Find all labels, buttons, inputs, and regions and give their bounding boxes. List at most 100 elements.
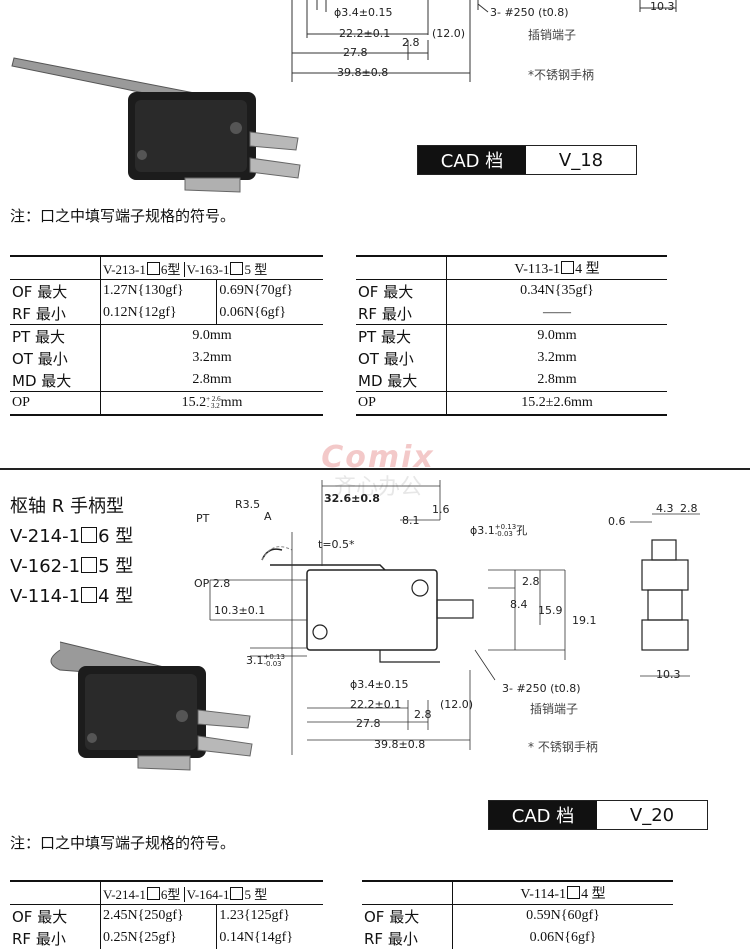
dim-d2b: 22.2±0.1 xyxy=(350,698,402,711)
dim-d4b: (12.0) xyxy=(440,698,474,711)
dim-side-43: 4.3 xyxy=(656,502,674,515)
dim-h1: 10.3±0.1 xyxy=(214,604,266,617)
dim-w1: 32.6±0.8 xyxy=(324,492,380,505)
note-bottom: 注：口之中填写端子规格的符号。 xyxy=(10,834,236,852)
dim-d3: 2.8 xyxy=(402,36,420,49)
cell: 2.45N{250gf} xyxy=(99,904,217,927)
cell: 3.2mm xyxy=(100,347,323,369)
dim-r: R3.5 xyxy=(235,498,261,511)
terminal-cn-bottom: 插销端子 xyxy=(530,702,579,716)
row-label: OF 最大 xyxy=(12,282,68,301)
dim-side-103: 10.3 xyxy=(656,668,681,681)
row-label: PT 最大 xyxy=(12,327,65,346)
cell: 0.14N{14gf} xyxy=(216,927,323,949)
cad-value: V_18 xyxy=(526,146,636,174)
dim-h4: 15.9 xyxy=(538,604,563,617)
cad-box-top: CAD 档 V_18 xyxy=(417,145,637,175)
terminal-label-top: 3- #250 (t0.8) xyxy=(490,6,569,19)
switch-photo-top xyxy=(11,57,301,193)
row-label: MD 最大 xyxy=(358,371,418,390)
dim-pt: PT xyxy=(196,512,210,525)
row-label: MD 最大 xyxy=(12,371,72,390)
section2-title: 枢轴 R 手柄型 xyxy=(10,496,124,517)
cell: 1.27N{130gf} xyxy=(99,279,217,302)
cell: 9.0mm xyxy=(100,324,323,347)
cad-label: CAD 档 xyxy=(489,801,597,829)
cad-label: CAD 档 xyxy=(418,146,526,174)
section2-drawing xyxy=(50,480,700,771)
row-label: OF 最大 xyxy=(358,282,414,301)
cell: 0.06N{6gf} xyxy=(452,927,673,949)
cell: 9.0mm xyxy=(446,324,667,347)
row-label: RF 最小 xyxy=(358,304,412,323)
cell: 0.34N{35gf} xyxy=(446,279,667,302)
switch-photo-bottom xyxy=(50,641,253,771)
row-label: RF 最小 xyxy=(12,304,66,323)
cell: 0.25N{25gf} xyxy=(99,927,217,949)
dim-h5: 19.1 xyxy=(572,614,597,627)
row-label: OT 最小 xyxy=(12,349,68,368)
stainless-note-bottom: * 不锈钢手柄 xyxy=(528,740,598,754)
terminal-cn-top: 插销端子 xyxy=(528,28,577,42)
watermark-cn: 齐心办公 xyxy=(333,475,422,500)
cell: 0.12N{12gf} xyxy=(99,302,217,325)
row-label: OF 最大 xyxy=(12,907,68,926)
row-label: OP xyxy=(12,395,30,410)
dim-d5: 27.8 xyxy=(343,46,368,59)
dim-t: t=0.5* xyxy=(318,538,355,551)
cell: 2.8mm xyxy=(446,369,667,392)
cad-value: V_20 xyxy=(597,801,707,829)
dim-side-28: 2.8 xyxy=(680,502,698,515)
cad-box-bottom: CAD 档 V_20 xyxy=(488,800,708,830)
dim-a: A xyxy=(264,510,272,523)
dim-d3b: 2.8 xyxy=(414,708,432,721)
dim-d5b: 27.8 xyxy=(356,717,381,730)
dim-d7: 10.3 xyxy=(650,0,675,13)
cell: 3.2mm xyxy=(446,347,667,369)
cell: 15.2±2.6mm xyxy=(446,391,667,415)
stainless-note-top: *不锈钢手柄 xyxy=(528,68,595,82)
dim-d4: (12.0) xyxy=(432,27,466,40)
dim-s1: 3.1+0.13-0.03 xyxy=(246,653,285,668)
cell: 0.69N{70gf} xyxy=(216,279,323,302)
cell: 1.23{125gf} xyxy=(216,904,323,927)
dim-d6: 39.8±0.8 xyxy=(337,66,389,79)
dim-side-06: 0.6 xyxy=(608,515,626,528)
row-label: OT 最小 xyxy=(358,349,414,368)
dim-h3: 8.4 xyxy=(510,598,528,611)
dim-w2: 8.1 xyxy=(402,514,420,527)
cell: 2.8mm xyxy=(100,369,323,392)
dim-h2: 2.8 xyxy=(522,575,540,588)
row-label: RF 最小 xyxy=(12,929,66,948)
dim-d1b: ɸ3.4±0.15 xyxy=(350,678,409,691)
row-label: OF 最大 xyxy=(364,907,420,926)
top-drawing-lines xyxy=(11,0,677,193)
op-cell: 15.2+ 2.6- 3.2mm xyxy=(100,391,323,415)
cell: 0.06N{6gf} xyxy=(216,302,323,325)
dim-op: OP 2.8 xyxy=(194,577,231,590)
terminal-label-bottom: 3- #250 (t0.8) xyxy=(502,682,581,695)
row-label: PT 最大 xyxy=(358,327,411,346)
note-top: 注：口之中填写端子规格的符号。 xyxy=(10,207,236,225)
dim-d2: 22.2±0.1 xyxy=(339,27,391,40)
section-divider xyxy=(0,468,750,470)
cell: —— xyxy=(446,302,667,325)
dim-w3: 1.6 xyxy=(432,503,450,516)
dim-d1: ɸ3.4±0.15 xyxy=(334,6,393,19)
row-label: OP xyxy=(358,395,376,410)
row-label: RF 最小 xyxy=(364,929,418,948)
side-view xyxy=(630,513,700,677)
